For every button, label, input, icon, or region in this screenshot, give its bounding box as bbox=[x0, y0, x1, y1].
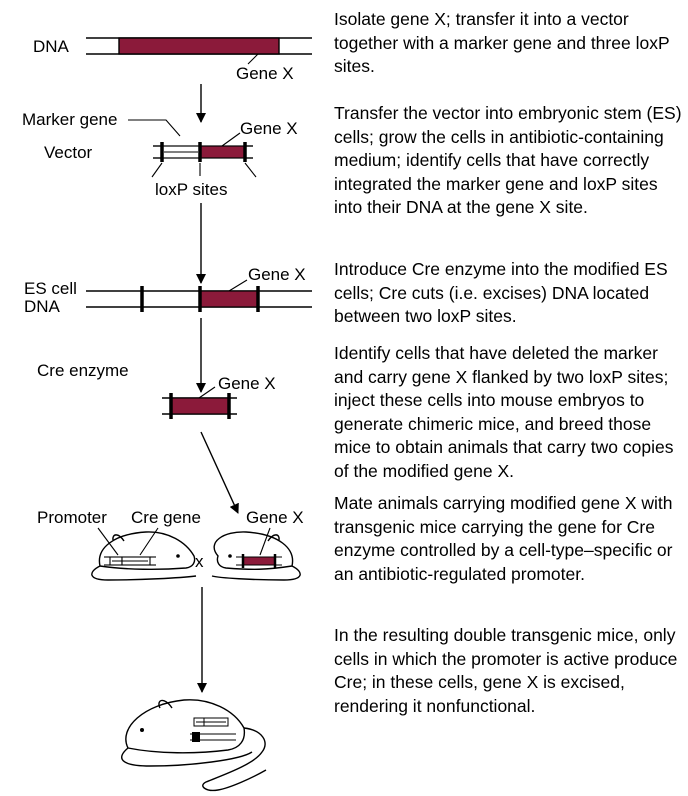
promoter-pointer bbox=[97, 527, 119, 556]
es-gene-x-pointer bbox=[228, 279, 248, 292]
loxp-pointers bbox=[151, 162, 257, 178]
dna-strand bbox=[86, 37, 312, 55]
step-4-description: Identify cells that have deleted the mar… bbox=[334, 343, 674, 481]
step-6-description: In the resulting double transgenic mice,… bbox=[334, 625, 678, 716]
floxed-gene-x-segment bbox=[170, 397, 230, 415]
step-3-description: Introduce Cre enzyme into the modified E… bbox=[334, 259, 668, 326]
excised-gene-site bbox=[192, 732, 200, 742]
mouse-gene-x-pointer bbox=[259, 527, 271, 556]
floxed-gene-x bbox=[162, 393, 237, 419]
floxed-gene-x-pointer bbox=[198, 386, 216, 399]
vector-gene-x-pointer bbox=[221, 132, 241, 147]
marker-gene-pointer bbox=[128, 119, 181, 137]
dna-label: DNA bbox=[33, 37, 70, 56]
es-cell-dna bbox=[86, 286, 312, 312]
step-5-description: Mate animals carrying modified gene X wi… bbox=[334, 493, 673, 584]
cross-symbol: x bbox=[195, 552, 204, 571]
mouse-gene-x-label: Gene X bbox=[246, 508, 304, 527]
arrow-4 bbox=[200, 431, 239, 514]
gene-x-segment bbox=[118, 37, 280, 55]
cre-enzyme-label: Cre enzyme bbox=[37, 361, 129, 380]
marker-gene-label: Marker gene bbox=[22, 110, 117, 129]
cre-transgenic-mouse bbox=[91, 531, 197, 581]
mouse-gene-x-segment bbox=[242, 556, 276, 566]
floxed-gene-x-label: Gene X bbox=[218, 374, 276, 393]
vector-gene-x-label: Gene X bbox=[240, 119, 298, 138]
step-1-description: Isolate gene X; transfer it into a vecto… bbox=[334, 9, 670, 76]
es-dna-label: DNA bbox=[24, 297, 61, 316]
es-gene-x-segment bbox=[199, 290, 259, 308]
gene-x-pointer bbox=[247, 53, 259, 65]
vector-gene-x-segment bbox=[199, 145, 246, 159]
step-2-description: Transfer the vector into embryonic stem … bbox=[334, 103, 682, 217]
es-cell-label: ES cell bbox=[24, 279, 77, 298]
floxed-gene-x-mouse bbox=[211, 531, 301, 581]
es-gene-x-label: Gene X bbox=[248, 265, 306, 284]
loxp-sites-label: loxP sites bbox=[155, 180, 227, 199]
vector-construct bbox=[153, 142, 253, 162]
cre-gene-label: Cre gene bbox=[131, 508, 201, 527]
vector-label: Vector bbox=[44, 143, 93, 162]
promoter-label: Promoter bbox=[37, 508, 107, 527]
gene-x-label: Gene X bbox=[236, 64, 294, 83]
double-transgenic-mouse bbox=[121, 699, 267, 792]
